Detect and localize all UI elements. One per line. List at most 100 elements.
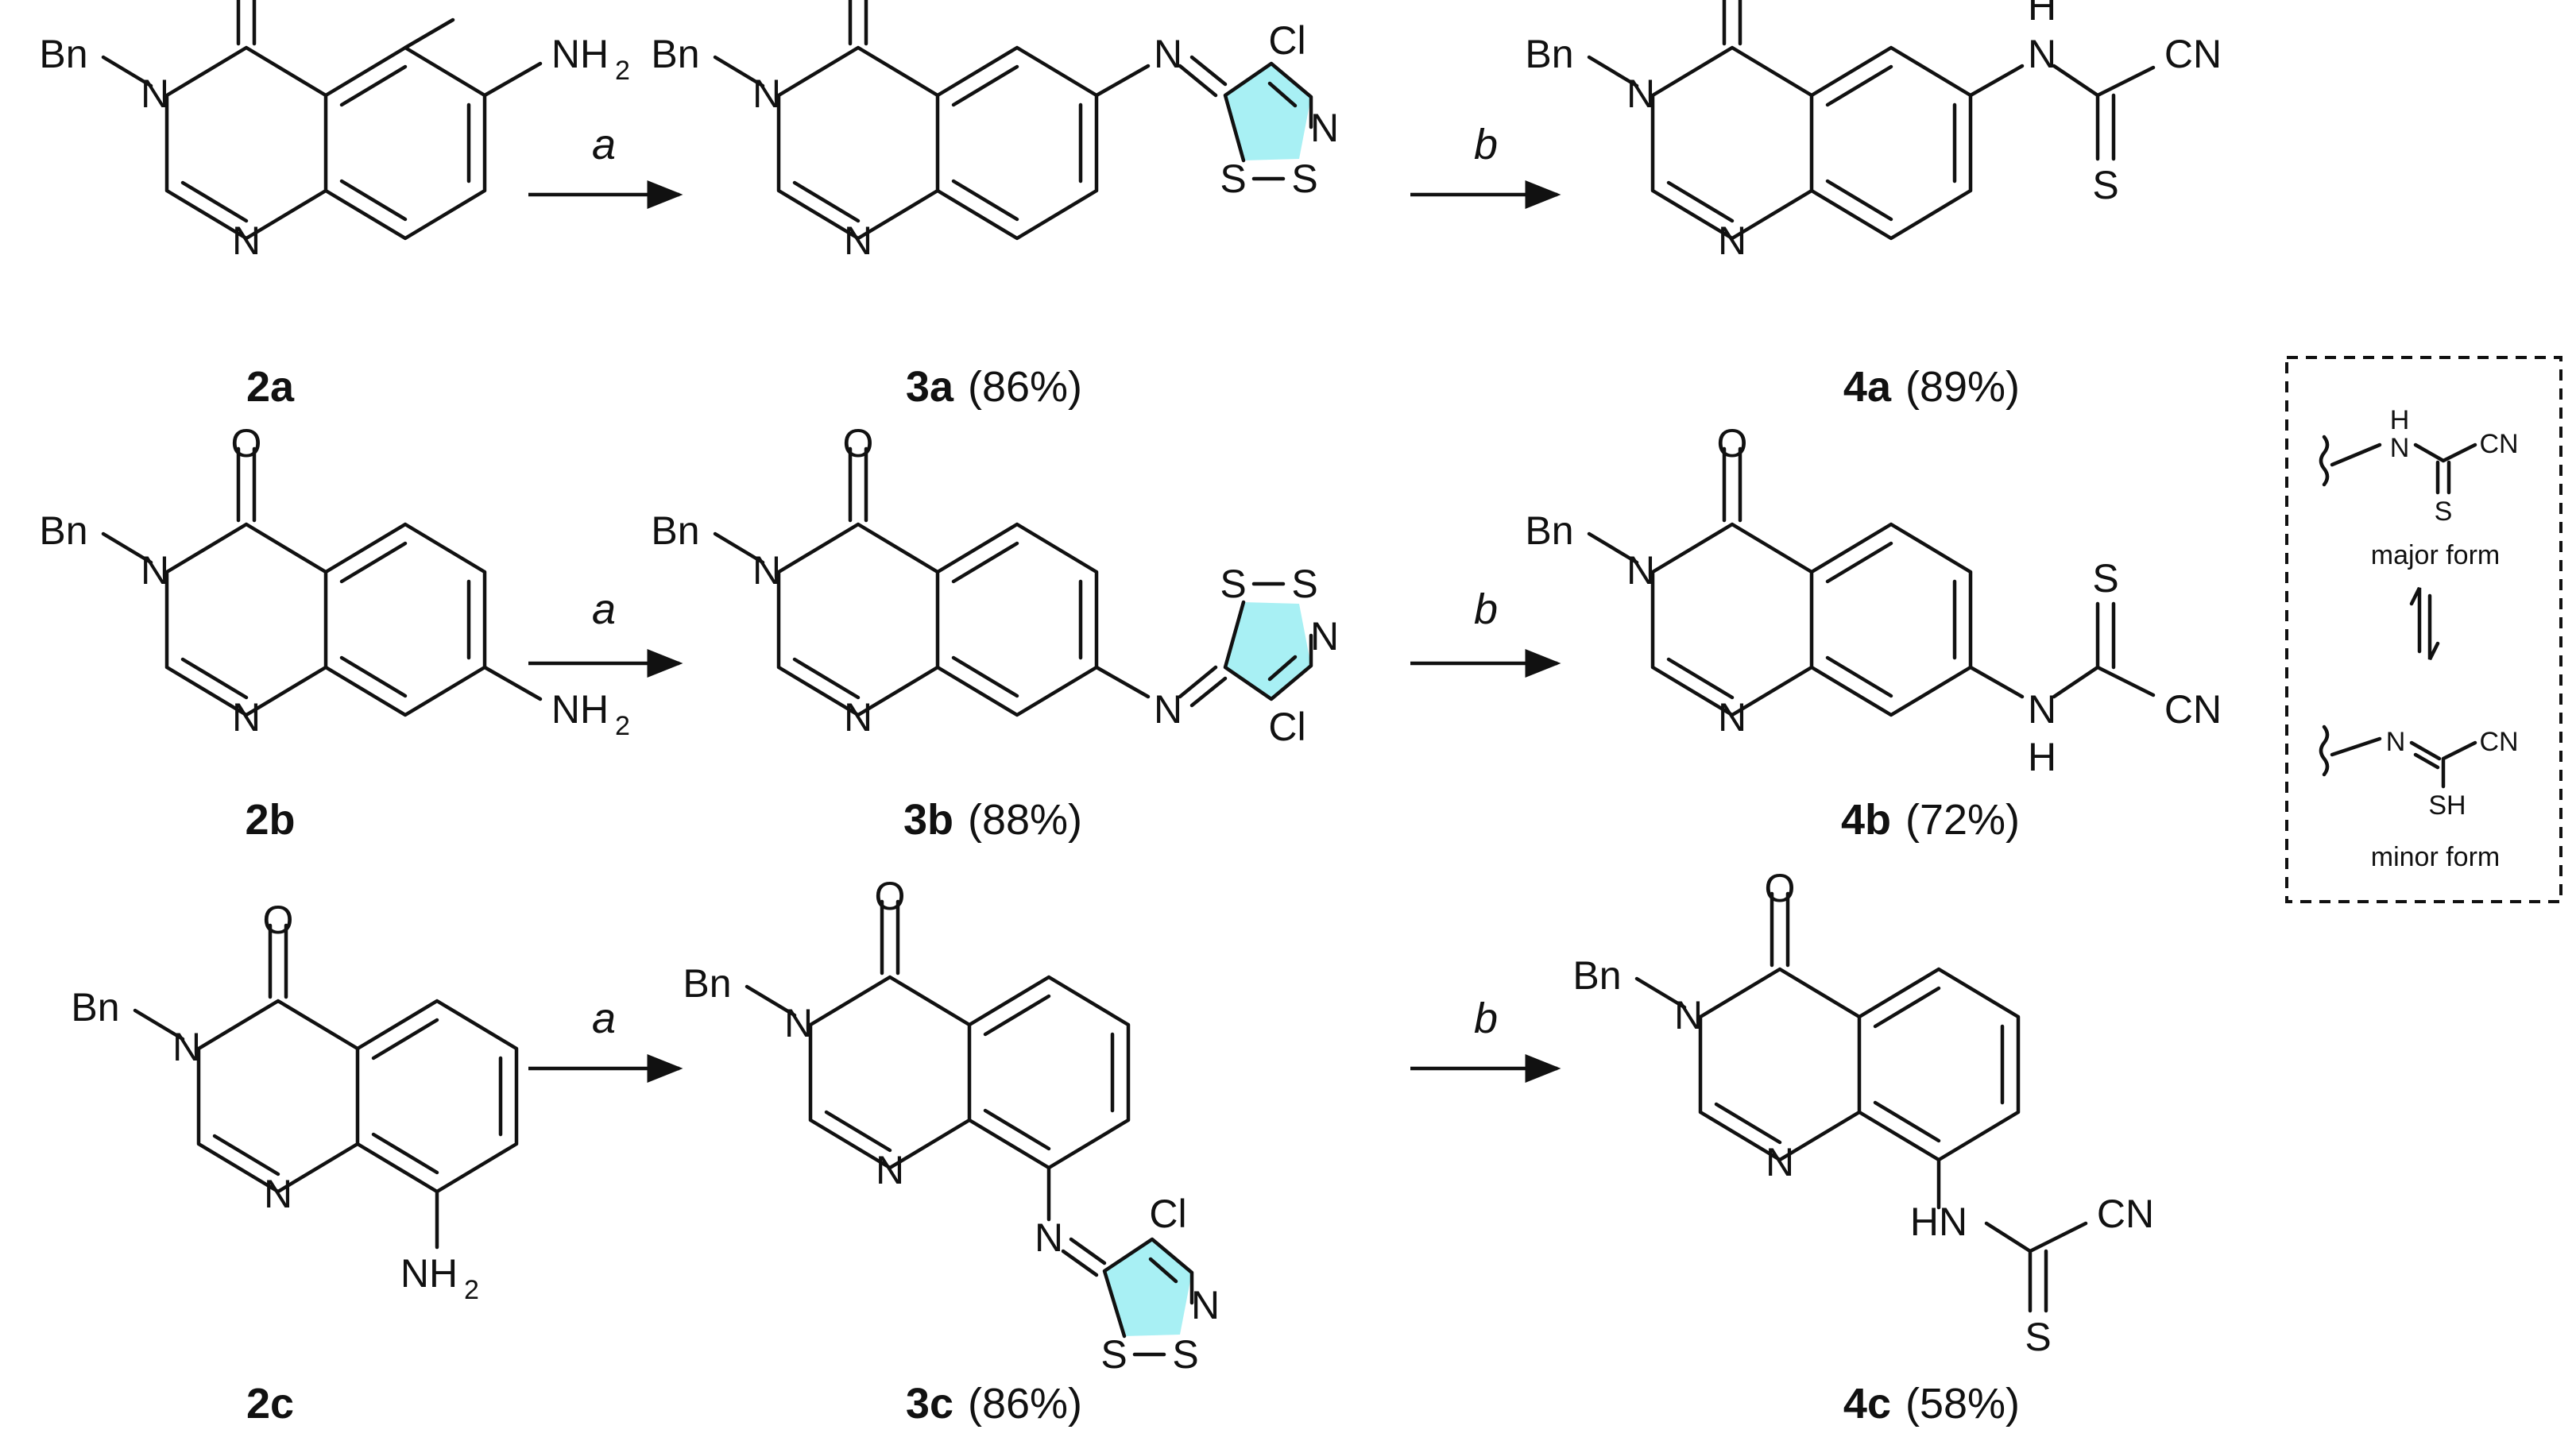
atom-n: N [2028, 687, 2056, 732]
compound-id: 3c [906, 1380, 953, 1428]
atom-n: N [1718, 695, 1746, 740]
condition-b: b [1474, 995, 1498, 1042]
compound-2a: O N N Bn NH 2 [39, 0, 630, 263]
atom-n: N [1035, 1215, 1063, 1260]
atom-n: N [844, 218, 872, 263]
atom-n: N [264, 1172, 292, 1216]
atom-s: S [1291, 156, 1317, 201]
condition-a: a [592, 585, 616, 633]
atom-n: N [844, 695, 872, 740]
compound-3a: O N N Bn N Cl N S S [651, 0, 1339, 263]
label-4c: 4c (58%) [1843, 1380, 2020, 1428]
atom-hn: HN [1910, 1200, 1967, 1244]
compound-id: 4c [1843, 1380, 1891, 1428]
atom-bn: Bn [651, 508, 699, 553]
atom-n: N [232, 695, 261, 740]
atom-h: H [2028, 735, 2056, 779]
compound-yield: (86%) [968, 363, 1082, 411]
atom-cn: CN [2479, 429, 2518, 459]
atom-nh2: NH [400, 1251, 458, 1296]
tautomer-box: H N CN S major form N CN SH minor form [2285, 356, 2562, 903]
compound-4c: O N N Bn HN CN S [1572, 866, 2154, 1359]
atom-sh: SH [2428, 790, 2466, 821]
atom-n: N [752, 71, 781, 116]
atom-n: N [1154, 687, 1182, 732]
atom-cl: Cl [1268, 705, 1305, 749]
atom-n: N [1626, 548, 1655, 593]
atom-n: N [1766, 1140, 1794, 1184]
condition-a: a [592, 121, 616, 168]
condition-b: b [1474, 585, 1498, 633]
atom-n: N [141, 71, 169, 116]
label-3a: 3a (86%) [906, 363, 1082, 411]
atom-n: N [2028, 32, 2056, 76]
compound-id: 4b [1841, 796, 1891, 844]
atom-subscript: 2 [615, 56, 630, 86]
label-4b: 4b (72%) [1841, 796, 2020, 844]
compound-yield: (58%) [1905, 1380, 2020, 1428]
atom-o: O [231, 421, 262, 466]
atom-s: S [1172, 1332, 1198, 1377]
atom-nh2: NH [551, 32, 609, 76]
atom-n: N [2390, 433, 2410, 463]
label-3b: 3b (88%) [903, 796, 1082, 844]
dithiazole-ring [1225, 602, 1311, 699]
atom-n: N [1626, 71, 1655, 116]
minor-form-label: minor form [2371, 842, 2500, 872]
label-2a: 2a [246, 363, 295, 411]
atom-s: S [1220, 156, 1246, 201]
compound-4b: O N N Bn N H CN S [1525, 421, 2222, 779]
atom-s: S [1291, 562, 1317, 606]
atom-h: H [2390, 405, 2410, 435]
atom-h: H [2028, 0, 2056, 29]
atom-bn: Bn [39, 508, 87, 553]
compound-2b: O N N Bn NH 2 [39, 421, 630, 741]
compound-3c: O N N Bn N Cl N S S [683, 874, 1220, 1377]
compound-id: 4a [1843, 363, 1892, 411]
atom-bn: Bn [39, 32, 87, 76]
label-2c: 2c [246, 1380, 294, 1428]
atom-n: N [2386, 727, 2406, 757]
atom-cn: CN [2479, 727, 2518, 757]
major-form-label: major form [2371, 540, 2500, 570]
atom-o: O [263, 898, 294, 942]
atom-bn: Bn [683, 961, 731, 1006]
atom-n: N [784, 1001, 813, 1045]
label-4a: 4a (89%) [1843, 363, 2020, 411]
compound-yield: (88%) [968, 796, 1082, 844]
atom-s: S [2435, 496, 2453, 527]
atom-bn: Bn [1525, 508, 1573, 553]
atom-s: S [1100, 1332, 1127, 1377]
condition-b: b [1474, 121, 1498, 168]
compound-4a: O N N Bn H N CN S [1525, 0, 2222, 263]
atom-bn: Bn [1572, 953, 1621, 998]
compound-yield: (86%) [968, 1380, 1082, 1428]
atom-n: N [876, 1148, 904, 1192]
atom-n: N [1718, 218, 1746, 263]
label-2b: 2b [245, 796, 295, 844]
atom-n: N [232, 218, 261, 263]
major-form-structure: H N CN S [2319, 405, 2519, 527]
atom-subscript: 2 [615, 711, 630, 741]
atom-bn: Bn [1525, 32, 1573, 76]
atom-n: N [752, 548, 781, 593]
atom-n: N [172, 1025, 201, 1069]
compound-2c: O N N Bn NH 2 [71, 898, 516, 1305]
compound-yield: (89%) [1905, 363, 2020, 411]
compound-id: 3a [906, 363, 954, 411]
atom-o: O [1765, 866, 1796, 910]
atom-n: N [141, 548, 169, 593]
atom-o: O [875, 874, 906, 918]
atom-n: N [1310, 614, 1339, 659]
atom-bn: Bn [71, 985, 119, 1030]
atom-nh2: NH [551, 687, 609, 732]
atom-s: S [2092, 163, 2118, 207]
condition-a: a [592, 995, 616, 1042]
atom-subscript: 2 [464, 1275, 479, 1305]
atom-n: N [1154, 32, 1182, 76]
atom-o: O [843, 421, 874, 466]
atom-s: S [2092, 556, 2118, 601]
dithiazole-ring [1225, 64, 1311, 160]
atom-s: S [2025, 1315, 2051, 1359]
atom-s: S [1220, 562, 1246, 606]
